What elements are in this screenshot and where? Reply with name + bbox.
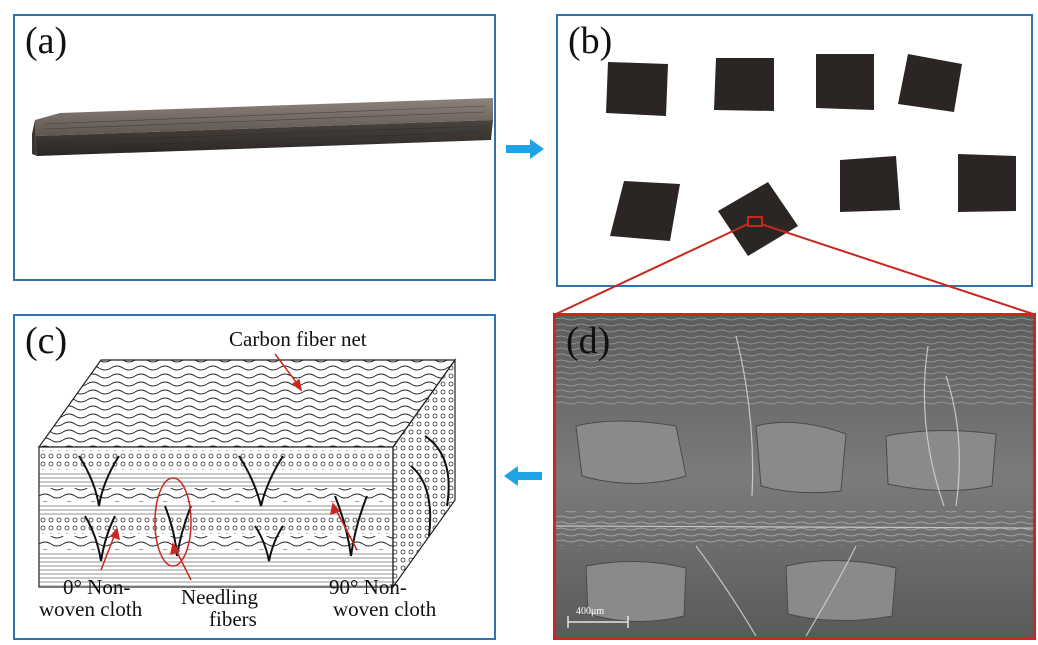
nonwoven-90-label-line2: woven cloth bbox=[333, 597, 437, 621]
carbon-fiber-net-label: Carbon fiber net bbox=[229, 327, 367, 351]
needling-highlight bbox=[154, 477, 192, 567]
arrow-left-icon bbox=[504, 466, 542, 486]
sample-piece bbox=[714, 58, 774, 111]
zoom-region-marker bbox=[747, 216, 763, 227]
sem-micrograph: 400μm bbox=[556, 316, 1033, 637]
scale-bar-label: 400μm bbox=[576, 606, 604, 617]
sample-piece bbox=[898, 54, 962, 112]
sample-piece bbox=[840, 156, 900, 212]
sample-piece bbox=[816, 54, 874, 110]
nonwoven-0-label-line2: woven cloth bbox=[39, 597, 143, 621]
sample-piece bbox=[718, 182, 798, 256]
panel-d: 400μm (d) bbox=[553, 313, 1036, 640]
nonwoven-0-label-line1: 0° Non- bbox=[63, 575, 130, 599]
samples-photo bbox=[606, 54, 1016, 256]
nonwoven-90-label-line1: 90° Non- bbox=[329, 575, 407, 599]
sample-piece bbox=[958, 154, 1016, 212]
panel-a-label: (a) bbox=[25, 20, 68, 62]
needling-label-line1: Needling bbox=[181, 585, 258, 609]
sample-piece bbox=[606, 62, 668, 116]
layer-schematic: Carbon fiber net 0° Non- woven cloth Nee… bbox=[37, 327, 457, 631]
panel-a: (a) bbox=[13, 14, 496, 281]
panel-b-label: (b) bbox=[568, 20, 613, 62]
needling-label-line2: fibers bbox=[209, 607, 257, 631]
arrow-right-icon bbox=[506, 139, 544, 159]
carbon-bar-photo bbox=[32, 98, 493, 156]
panel-c: (c) bbox=[13, 314, 496, 640]
sample-piece bbox=[610, 181, 680, 241]
panel-d-label: (d) bbox=[566, 320, 611, 362]
panel-b: (b) bbox=[556, 14, 1033, 287]
panel-c-label: (c) bbox=[25, 320, 68, 362]
